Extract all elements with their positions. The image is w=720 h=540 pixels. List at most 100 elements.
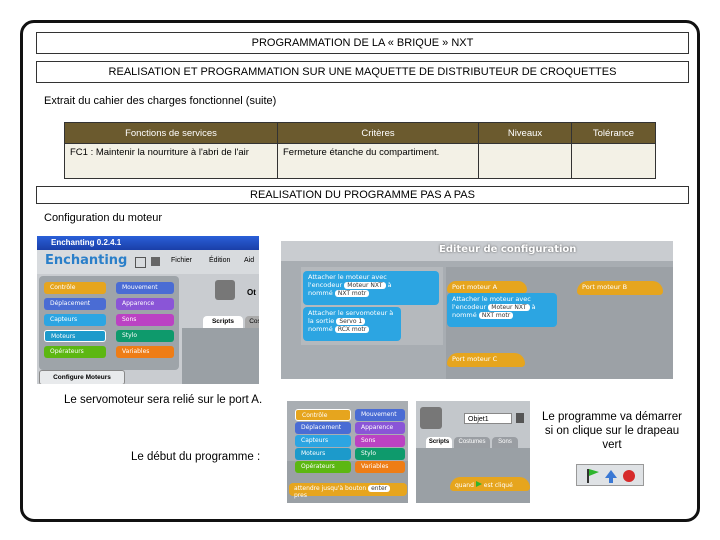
- start-text: Le début du programme :: [131, 451, 261, 463]
- start-program-screenshot: Contrôle Déplacement Capteurs Moteurs Op…: [287, 401, 408, 503]
- scripts-screenshot: Objet1 Scripts Costumes Sons quand est c…: [416, 401, 530, 503]
- category-sensing[interactable]: Capteurs: [295, 435, 351, 447]
- run-controls: [576, 464, 644, 486]
- page-frame: [20, 20, 700, 522]
- robot-icon: [420, 407, 442, 429]
- table-header: Tolérance: [571, 122, 656, 144]
- servo-dropdown[interactable]: Servo 1: [336, 318, 366, 325]
- key-dropdown[interactable]: enter: [368, 485, 391, 492]
- when-flag-clicked-block[interactable]: quand est cliqué: [450, 477, 530, 491]
- category-operators[interactable]: Opérateurs: [295, 461, 351, 473]
- table-header-row: Fonctions de services Critères Niveaux T…: [64, 122, 656, 144]
- block-text: à: [387, 281, 392, 289]
- block-text: nommé: [308, 289, 333, 297]
- menu-bar: Enchanting Fichier Édition Aid: [37, 250, 259, 274]
- tab-sounds[interactable]: Sons: [492, 437, 518, 448]
- category-motion[interactable]: Déplacement: [44, 298, 106, 310]
- menu-edit[interactable]: Édition: [209, 257, 231, 264]
- editor-title: Editeur de configuration: [439, 244, 577, 255]
- attach-servo-block[interactable]: Attacher le servomoteur à la sortie Serv…: [303, 307, 401, 341]
- tab-scripts[interactable]: Scripts: [203, 316, 243, 328]
- menu-file[interactable]: Fichier: [171, 257, 193, 264]
- table-cell: FC1 : Maintenir la nourriture à l'abri d…: [64, 143, 278, 179]
- motor-name-field[interactable]: NXT motr: [478, 312, 514, 319]
- flag-text: Le programme va démarrer si on clique su…: [542, 411, 682, 451]
- category-motors[interactable]: Moteurs: [295, 448, 351, 460]
- port-a-hat-block[interactable]: Port moteur A: [447, 281, 527, 293]
- servo-name-field[interactable]: RCX motr: [334, 326, 370, 333]
- lock-icon[interactable]: [516, 413, 524, 423]
- category-pen[interactable]: Stylo: [116, 330, 174, 342]
- scripts-area[interactable]: [416, 448, 530, 503]
- configure-motors-button[interactable]: Configure Moteurs: [39, 370, 125, 384]
- block-text: attendre jusqu'à bouton: [294, 485, 367, 492]
- enchanting-logo: Enchanting: [45, 253, 128, 268]
- wait-until-block[interactable]: attendre jusqu'à bouton enter pres: [289, 483, 407, 499]
- save-icon[interactable]: [151, 257, 160, 266]
- motor-dropdown[interactable]: Moteur NXT: [344, 282, 386, 289]
- category-operators[interactable]: Opérateurs: [44, 346, 106, 358]
- window-titlebar: Enchanting 0.2.4.1: [37, 236, 259, 250]
- port-b-hat-block[interactable]: Port moteur B: [577, 281, 663, 295]
- table-cell: [571, 143, 656, 179]
- block-text: l'encodeur: [452, 303, 487, 311]
- category-control[interactable]: Contrôle: [44, 282, 106, 294]
- servo-text: Le servomoteur sera relié sur le port A.: [64, 394, 263, 406]
- category-pen[interactable]: Stylo: [355, 448, 405, 460]
- block-text: Attacher le moteur avec: [308, 273, 387, 281]
- enchanting-screenshot: Enchanting 0.2.4.1 Enchanting Fichier Éd…: [37, 236, 259, 384]
- attach-motor-block[interactable]: Attacher le moteur avec l'encodeur Moteu…: [303, 271, 439, 305]
- table-row: FC1 : Maintenir la nourriture à l'abri d…: [64, 143, 656, 179]
- block-text: Attacher le moteur avec: [452, 295, 531, 303]
- category-movement[interactable]: Mouvement: [355, 409, 405, 421]
- table-header: Fonctions de services: [64, 122, 278, 144]
- tab-costumes[interactable]: Cos: [245, 316, 259, 328]
- category-looks[interactable]: Apparence: [116, 298, 174, 310]
- globe-icon[interactable]: [135, 257, 146, 268]
- scripts-area[interactable]: [182, 328, 259, 384]
- port-c-hat-block[interactable]: Port moteur C: [447, 353, 525, 367]
- category-sound[interactable]: Sons: [116, 314, 174, 326]
- block-text: à: [531, 303, 536, 311]
- tab-costumes[interactable]: Costumes: [454, 437, 490, 448]
- table-cell: Fermeture étanche du compartiment.: [277, 143, 479, 179]
- config-label: Configuration du moteur: [44, 212, 163, 224]
- motor-dropdown[interactable]: Moteur NXT: [488, 304, 530, 311]
- config-editor-screenshot: Editeur de configuration Attacher le mot…: [281, 241, 673, 379]
- block-text: est cliqué: [483, 482, 513, 489]
- block-text: Attacher le servomoteur à: [308, 309, 394, 317]
- robot-icon: [215, 280, 235, 300]
- editor-titlebar: Editeur de configuration: [281, 241, 673, 261]
- block-text: nommé: [308, 325, 333, 333]
- run-controls-icons: [587, 469, 635, 483]
- block-text: pres: [294, 492, 307, 499]
- block-text: la sortie: [308, 317, 335, 325]
- block-text: l'encodeur: [308, 281, 343, 289]
- specification-table: Fonctions de services Critères Niveaux T…: [64, 122, 656, 179]
- category-variables[interactable]: Variables: [116, 346, 174, 358]
- window-title: Enchanting 0.2.4.1: [51, 238, 122, 247]
- section-title: REALISATION DU PROGRAMME PAS A PAS: [36, 186, 689, 204]
- attach-motor-block-port-a[interactable]: Attacher le moteur avec l'encodeur Moteu…: [447, 293, 557, 327]
- block-text: quand: [455, 482, 474, 489]
- category-variables[interactable]: Variables: [355, 461, 405, 473]
- category-motion[interactable]: Déplacement: [295, 422, 351, 434]
- green-flag-icon[interactable]: [587, 469, 599, 483]
- table-cell: [478, 143, 572, 179]
- category-sensing[interactable]: Capteurs: [44, 314, 106, 326]
- category-looks[interactable]: Apparence: [355, 422, 405, 434]
- menu-help[interactable]: Aid: [244, 257, 255, 264]
- category-movement[interactable]: Mouvement: [116, 282, 174, 294]
- block-text: nommé: [452, 311, 477, 319]
- category-sound[interactable]: Sons: [355, 435, 405, 447]
- category-control[interactable]: Contrôle: [295, 409, 351, 421]
- sprite-name-input[interactable]: Objet1: [464, 413, 512, 424]
- table-header: Critères: [277, 122, 479, 144]
- extract-label: Extrait du cahier des charges fonctionne…: [44, 95, 277, 107]
- motor-name-field[interactable]: NXT motr: [334, 290, 370, 297]
- turbo-arrow-icon[interactable]: [605, 470, 617, 483]
- tab-scripts[interactable]: Scripts: [426, 437, 452, 448]
- category-motors[interactable]: Moteurs: [44, 330, 106, 342]
- page-subtitle: REALISATION ET PROGRAMMATION SUR UNE MAQ…: [36, 61, 689, 83]
- stop-icon[interactable]: [623, 470, 635, 482]
